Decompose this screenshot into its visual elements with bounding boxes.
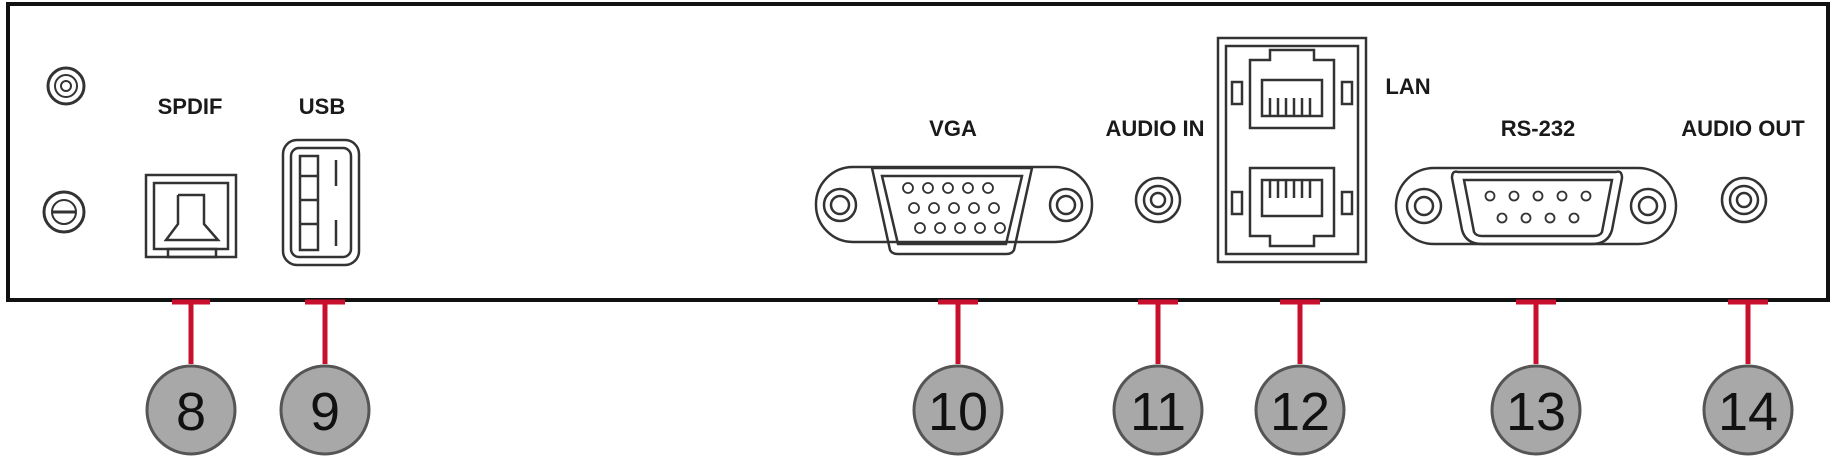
callout-12: 12 bbox=[1254, 364, 1346, 456]
rs232-label: RS-232 bbox=[1501, 116, 1576, 141]
spdif-label: SPDIF bbox=[158, 94, 223, 119]
lan-label: LAN bbox=[1385, 74, 1430, 99]
callout-10-number: 10 bbox=[928, 382, 988, 442]
small-jack-top bbox=[46, 66, 86, 106]
callout-8: 8 bbox=[145, 364, 237, 456]
callout-11-number: 11 bbox=[1130, 382, 1186, 442]
audio-out-label: AUDIO OUT bbox=[1681, 116, 1805, 141]
callout-13: 13 bbox=[1490, 364, 1582, 456]
callout-leaders bbox=[172, 299, 1768, 364]
callout-11: 11 bbox=[1112, 364, 1204, 456]
callout-8-number: 8 bbox=[176, 382, 206, 442]
callout-9: 9 bbox=[279, 364, 371, 456]
usb-port bbox=[281, 138, 361, 267]
vga-label: VGA bbox=[929, 116, 977, 141]
callout-13-number: 13 bbox=[1506, 382, 1566, 442]
audio-out-jack bbox=[1720, 176, 1768, 224]
callout-14: 14 bbox=[1702, 364, 1794, 456]
usb-label: USB bbox=[299, 94, 345, 119]
callout-9-number: 9 bbox=[310, 382, 340, 442]
panel-outline bbox=[6, 2, 1830, 302]
rs232-port bbox=[1394, 166, 1678, 246]
vga-port bbox=[814, 165, 1094, 256]
small-jack-bottom bbox=[42, 190, 86, 234]
audio-in-jack bbox=[1134, 176, 1182, 224]
lan-port bbox=[1216, 36, 1368, 264]
audio-in-label: AUDIO IN bbox=[1106, 116, 1205, 141]
callout-10: 10 bbox=[912, 364, 1004, 456]
callout-14-number: 14 bbox=[1718, 382, 1778, 442]
spdif-port bbox=[144, 173, 238, 259]
callout-12-number: 12 bbox=[1270, 382, 1330, 442]
